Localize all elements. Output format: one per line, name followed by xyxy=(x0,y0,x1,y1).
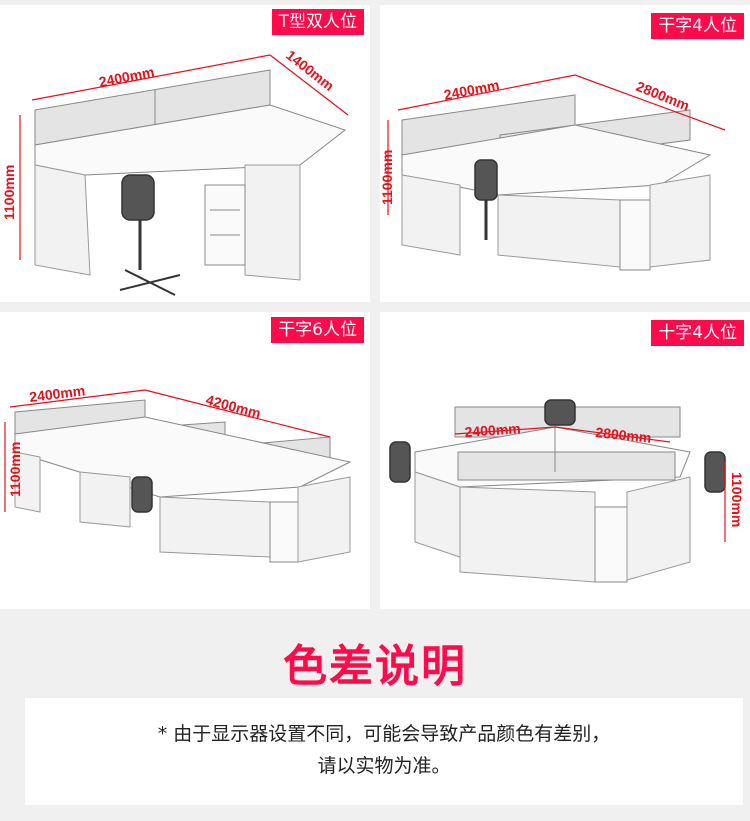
note-line-1: * 由于显示器设置不同，可能会导致产品颜色有差别， xyxy=(157,723,611,745)
desk-sketch: 2400mm 1400mm 1100mm xyxy=(1,47,349,296)
color-difference-title: 色差说明 xyxy=(283,641,467,692)
desk-sketch: 2400mm 2800mm 1100mm xyxy=(389,399,745,583)
desk-sketch: 2400mm 2800mm 1100mm xyxy=(380,74,726,271)
color-difference-note: * 由于显示器设置不同，可能会导致产品颜色有差别， 请以实物为准。 xyxy=(25,698,743,805)
product-panel-t-type-2-seat: 2400mm 1400mm 1100mm T型双人位 xyxy=(0,5,370,302)
layout-label: 干字6人位 xyxy=(271,317,364,343)
height-dimension: 1100mm xyxy=(1,165,17,220)
depth-dimension: 1400mm xyxy=(283,47,337,94)
depth-dimension: 4200mm xyxy=(204,391,262,421)
note-line-2: 请以实物为准。 xyxy=(317,755,451,777)
product-panel-cross-4-seat: 2400mm 2800mm 1100mm 十字4人位 xyxy=(380,312,750,609)
layout-label: 干字4人位 xyxy=(651,13,744,39)
height-dimension: 1100mm xyxy=(380,150,395,205)
layout-label: 十字4人位 xyxy=(651,320,744,346)
layout-label: T型双人位 xyxy=(271,9,364,35)
height-dimension: 1100mm xyxy=(7,442,23,497)
product-panel-gan-6-seat: 2400mm 4200mm 1100mm 干字6人位 xyxy=(0,312,370,609)
width-dimension: 2400mm xyxy=(464,420,521,440)
width-dimension: 2400mm xyxy=(28,382,86,405)
width-dimension: 2400mm xyxy=(98,64,156,90)
product-panel-gan-4-seat: 2400mm 2800mm 1100mm 干字4人位 xyxy=(380,5,750,302)
depth-dimension: 2800mm xyxy=(634,78,692,114)
width-dimension: 2400mm xyxy=(443,77,501,103)
depth-dimension: 2800mm xyxy=(595,424,652,446)
height-dimension: 1100mm xyxy=(729,472,745,527)
desk-sketch: 2400mm 4200mm 1100mm xyxy=(4,382,352,563)
